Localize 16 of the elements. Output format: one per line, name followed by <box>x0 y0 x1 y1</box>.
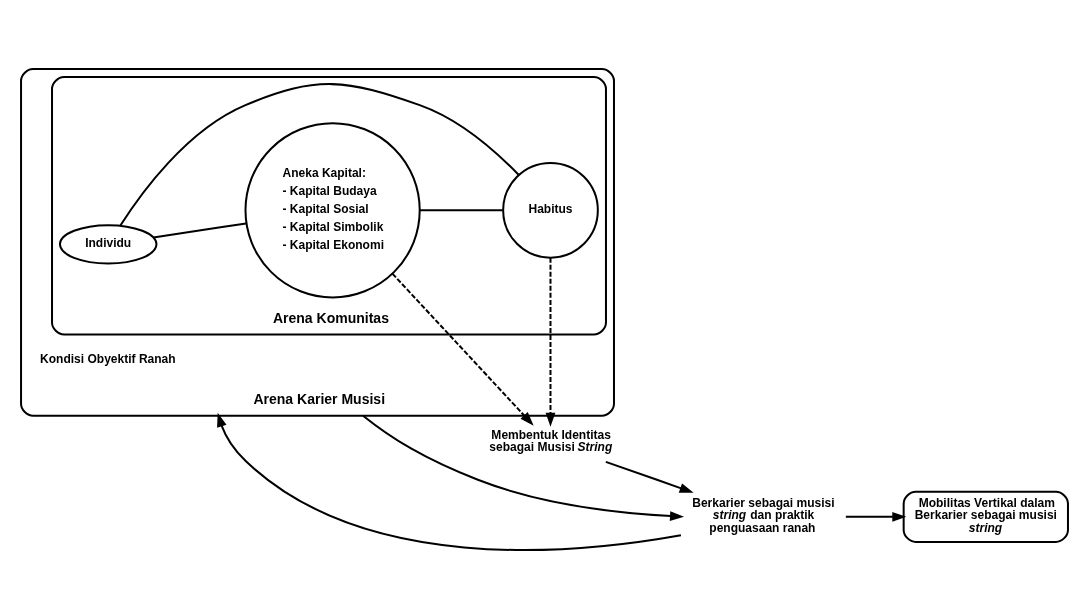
node-ellipse: Individu <box>58 223 158 265</box>
label: Kondisi Obyektif Ranah <box>40 351 176 366</box>
arrow <box>362 414 685 521</box>
arrow <box>844 511 907 522</box>
connector <box>418 208 504 211</box>
node-box: Mobilitas Vertikal dalam Berkarier sebagai musisi string <box>902 490 1069 543</box>
connector <box>152 221 248 239</box>
connector <box>119 82 520 227</box>
arrow <box>217 412 682 551</box>
node-circle: Aneka Kapital: - Kapital Budaya - Kapital Sosial - Kapital Simbolik - Kapital Ekonomi <box>244 121 421 298</box>
arrow <box>391 272 534 426</box>
arrow <box>545 256 556 427</box>
node-text: Membentuk Identitas sebagai Musisi String <box>489 427 613 454</box>
node-text: Berkarier sebagai musisi string dan praktik penguasaan ranah <box>692 495 835 534</box>
node-circle: Habitus <box>502 161 599 259</box>
arrow <box>604 460 694 493</box>
